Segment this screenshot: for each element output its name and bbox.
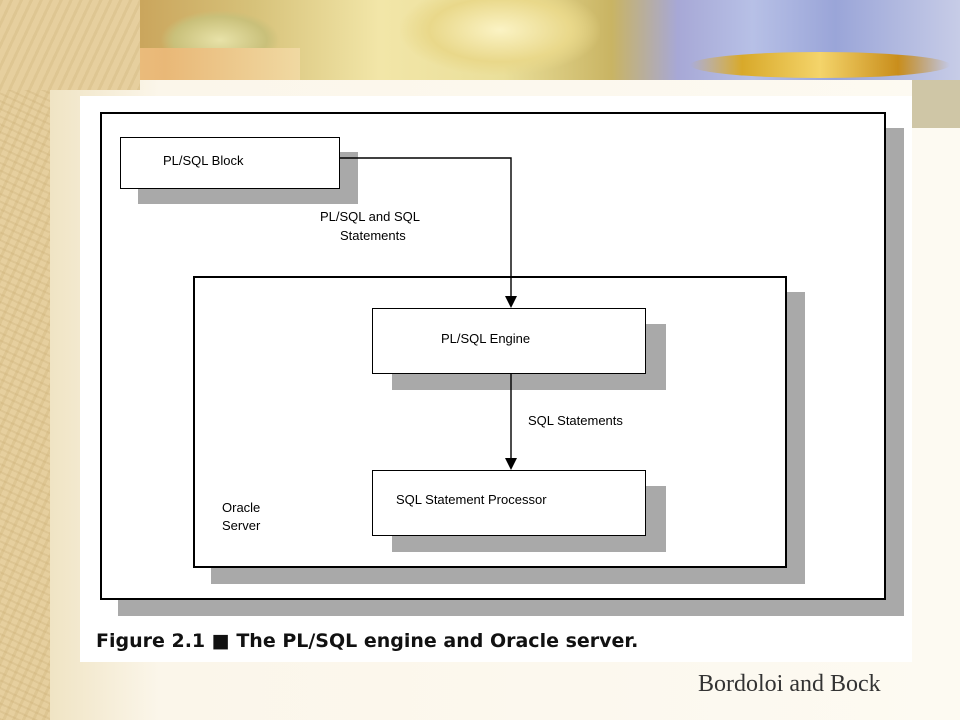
- sql-processor-label: SQL Statement Processor: [396, 492, 547, 507]
- sql-processor-node: [372, 470, 646, 536]
- edge-label-plsql-sql-line2: Statements: [340, 228, 406, 243]
- credit-text: Bordoloi and Bock: [698, 671, 881, 697]
- plsql-engine-label: PL/SQL Engine: [441, 331, 531, 346]
- banner-gold-ribbon: [690, 52, 950, 78]
- banner-tab: [912, 80, 960, 128]
- parchment-corner: [0, 0, 140, 90]
- edge-label-plsql-sql-line1: PL/SQL and SQL: [320, 209, 420, 224]
- parchment-border: [0, 0, 50, 720]
- plsql-engine-node: [372, 308, 646, 374]
- plsql-block-node: [120, 137, 340, 189]
- edge-label-sql-statements: SQL Statements: [528, 413, 623, 428]
- oracle-server-label-line2: Server: [222, 518, 261, 533]
- figure-caption: Figure 2.1 ■ The PL/SQL engine and Oracl…: [96, 630, 639, 652]
- banner-flower-image: [400, 0, 600, 75]
- plsql-block-label: PL/SQL Block: [163, 153, 244, 168]
- oracle-server-label-line1: Oracle: [222, 500, 261, 515]
